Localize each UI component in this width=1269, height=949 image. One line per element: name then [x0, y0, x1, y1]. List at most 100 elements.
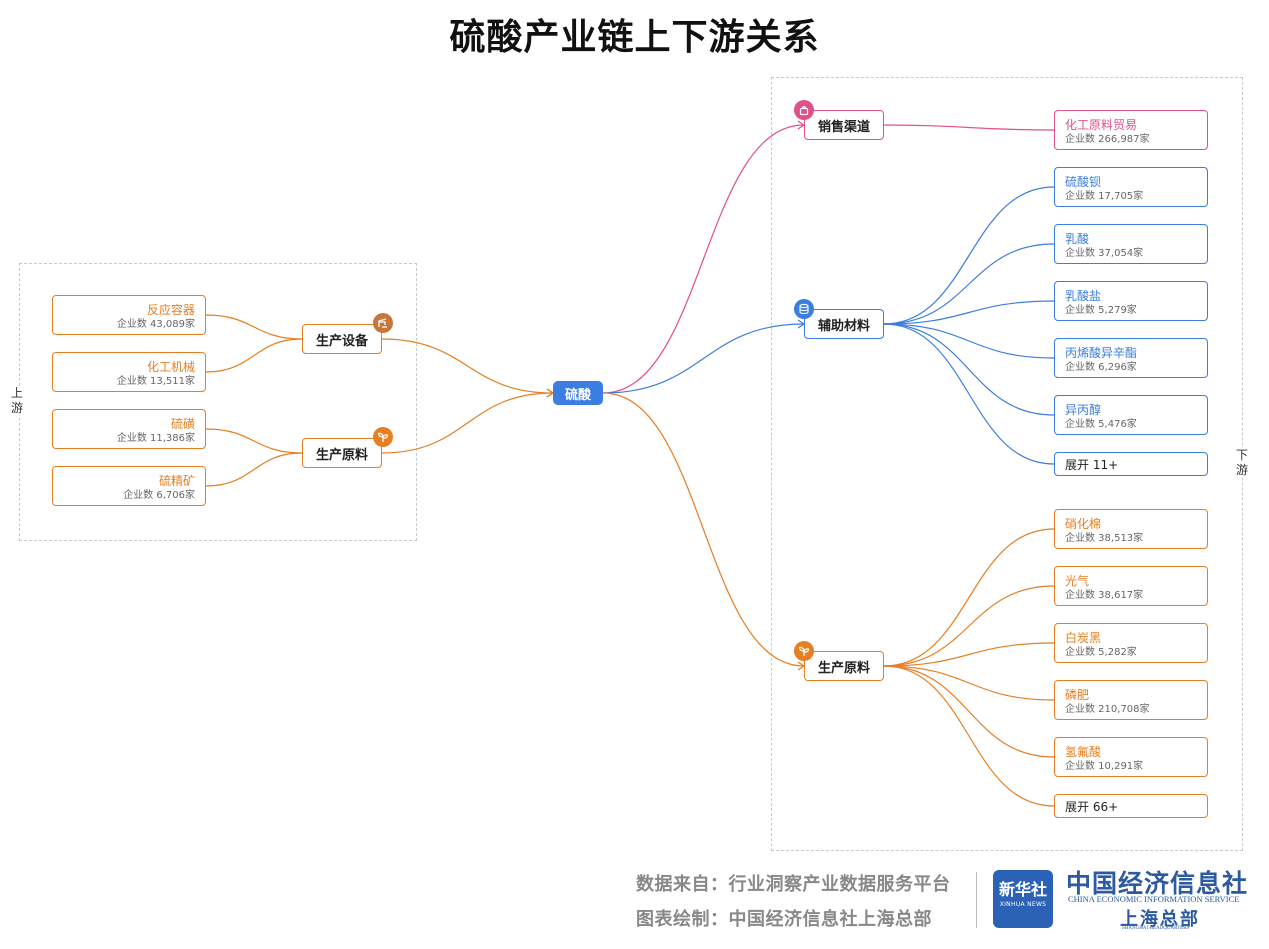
leaf-count: 企业数 5,279家: [1065, 305, 1137, 316]
sprout-icon: [373, 427, 393, 447]
xinhua-logo-cn: 新华社: [998, 880, 1047, 899]
leaf-name: 磷肥: [1065, 688, 1090, 702]
leaf-name: 丙烯酸异辛酯: [1065, 346, 1138, 360]
downstream-leaf-link: [883, 665, 1055, 807]
upstream-leaf-link: [205, 452, 303, 487]
database-icon: [794, 299, 814, 319]
leaf-count: 企业数 5,476家: [1065, 419, 1137, 430]
upstream-leaf[interactable]: 硫精矿 企业数 6,706家: [52, 466, 206, 506]
root-to-downstream-link: [602, 392, 805, 667]
root-node-sulfuric-acid[interactable]: 硫酸: [553, 381, 603, 405]
upstream-category-materials[interactable]: 生产原料: [302, 438, 382, 468]
downstream-leaf[interactable]: 丙烯酸异辛酯 企业数 6,296家: [1054, 338, 1208, 378]
downstream-leaf-link: [883, 323, 1055, 359]
ceis-logo-cn: 中国经济信息社: [1066, 869, 1249, 898]
category-label: 辅助材料: [817, 318, 870, 334]
upstream-category-equipment[interactable]: 生产设备: [302, 324, 382, 354]
leaf-count: 企业数 266,987家: [1065, 134, 1150, 145]
downstream-leaf-link: [883, 528, 1055, 667]
category-label: 生产原料: [315, 447, 368, 463]
leaf-name: 化工原料贸易: [1065, 118, 1138, 132]
downstream-leaf[interactable]: 化工原料贸易 企业数 266,987家: [1054, 110, 1208, 150]
downstream-leaf[interactable]: 硝化棉 企业数 38,513家: [1054, 509, 1208, 549]
upstream-leaf-link: [205, 338, 303, 373]
downstream-leaf[interactable]: 乳酸 企业数 37,054家: [1054, 224, 1208, 264]
leaf-name: 乳酸: [1065, 232, 1090, 246]
downstream-leaf[interactable]: 乳酸盐 企业数 5,279家: [1054, 281, 1208, 321]
leaf-name: 白炭黑: [1065, 631, 1102, 645]
downstream-category-auxiliary[interactable]: 辅助材料: [804, 309, 884, 339]
leaf-count: 企业数 6,296家: [1065, 362, 1137, 373]
leaf-name: 硫精矿: [158, 474, 195, 488]
expand-button[interactable]: 展开 11+: [1054, 452, 1208, 476]
shop-bag-icon: [794, 100, 814, 120]
upstream-leaf-link: [205, 314, 303, 340]
downstream-leaf-link: [883, 665, 1055, 758]
upstream-label: 上游: [10, 386, 24, 416]
leaf-count: 企业数 13,511家: [116, 376, 195, 387]
leaf-count: 企业数 5,282家: [1065, 647, 1137, 658]
root-to-downstream-link: [602, 323, 805, 394]
ceis-logo-en: CHINA ECONOMIC INFORMATION SERVICE: [1068, 894, 1240, 904]
downstream-leaf-link: [883, 642, 1055, 667]
leaf-count: 企业数 37,054家: [1065, 248, 1144, 259]
downstream-leaf-link: [883, 665, 1055, 701]
upstream-leaf[interactable]: 化工机械 企业数 13,511家: [52, 352, 206, 392]
leaf-count: 企业数 210,708家: [1065, 704, 1150, 715]
xinhua-logo-en: XINHUA NEWS: [999, 901, 1047, 908]
downstream-leaf-link: [883, 186, 1055, 325]
leaf-count: 企业数 10,291家: [1065, 761, 1144, 772]
leaf-count: 企业数 6,706家: [123, 490, 195, 501]
downstream-leaf[interactable]: 磷肥 企业数 210,708家: [1054, 680, 1208, 720]
author-credit-text: 图表绘制：中国经济信息社上海总部: [636, 909, 932, 930]
downstream-label: 下游: [1235, 448, 1249, 478]
leaf-name: 氢氟酸: [1065, 745, 1102, 759]
leaf-count: 企业数 38,617家: [1065, 590, 1144, 601]
leaf-name: 硫磺: [170, 417, 195, 431]
leaf-name: 乳酸盐: [1065, 289, 1102, 303]
sprout-icon: [794, 641, 814, 661]
upstream-to-root-link: [381, 392, 554, 454]
downstream-leaf[interactable]: 异丙醇 企业数 5,476家: [1054, 395, 1208, 435]
leaf-count: 企业数 17,705家: [1065, 191, 1144, 202]
page-title: 硫酸产业链上下游关系: [449, 17, 820, 58]
leaf-count: 企业数 11,386家: [116, 433, 195, 444]
downstream-leaf[interactable]: 光气 企业数 38,617家: [1054, 566, 1208, 606]
expand-button[interactable]: 展开 66+: [1054, 794, 1208, 818]
downstream-leaf-link: [883, 323, 1055, 465]
root-to-downstream-link: [602, 124, 805, 394]
leaf-name: 光气: [1065, 574, 1090, 588]
downstream-category-materials[interactable]: 生产原料: [804, 651, 884, 681]
leaf-name: 硫酸钡: [1065, 175, 1102, 189]
leaf-name: 硝化棉: [1065, 517, 1102, 531]
leaf-count: 企业数 38,513家: [1065, 533, 1144, 544]
leaf-name: 异丙醇: [1065, 403, 1102, 417]
downstream-leaf-link: [883, 323, 1055, 416]
leaf-name: 化工机械: [146, 360, 195, 374]
upstream-leaf[interactable]: 硫磺 企业数 11,386家: [52, 409, 206, 449]
downstream-leaf[interactable]: 白炭黑 企业数 5,282家: [1054, 623, 1208, 663]
category-label: 销售渠道: [817, 119, 870, 135]
ceis-branch-cn: 上海总部: [1120, 909, 1200, 930]
data-source-text: 数据来自：行业洞察产业数据服务平台: [636, 874, 951, 895]
leaf-name: 反应容器: [146, 303, 195, 317]
downstream-leaf[interactable]: 硫酸钡 企业数 17,705家: [1054, 167, 1208, 207]
upstream-to-root-link: [381, 338, 554, 394]
downstream-category-sales[interactable]: 销售渠道: [804, 110, 884, 140]
downstream-leaf[interactable]: 氢氟酸 企业数 10,291家: [1054, 737, 1208, 777]
crane-icon: [373, 313, 393, 333]
xinhua-logo: 新华社 XINHUA NEWS: [993, 870, 1053, 928]
downstream-leaf-link: [883, 300, 1055, 325]
footer-divider: [976, 872, 977, 928]
expand-label: 展开 11+: [1065, 457, 1119, 472]
category-label: 生产原料: [817, 660, 870, 676]
downstream-leaf-link: [883, 243, 1055, 325]
category-label: 生产设备: [315, 333, 368, 349]
downstream-leaf-link: [883, 585, 1055, 667]
leaf-count: 企业数 43,089家: [116, 319, 195, 330]
upstream-leaf-link: [205, 428, 303, 454]
downstream-leaf-link: [883, 124, 1055, 131]
upstream-leaf[interactable]: 反应容器 企业数 43,089家: [52, 295, 206, 335]
expand-label: 展开 66+: [1065, 799, 1119, 814]
